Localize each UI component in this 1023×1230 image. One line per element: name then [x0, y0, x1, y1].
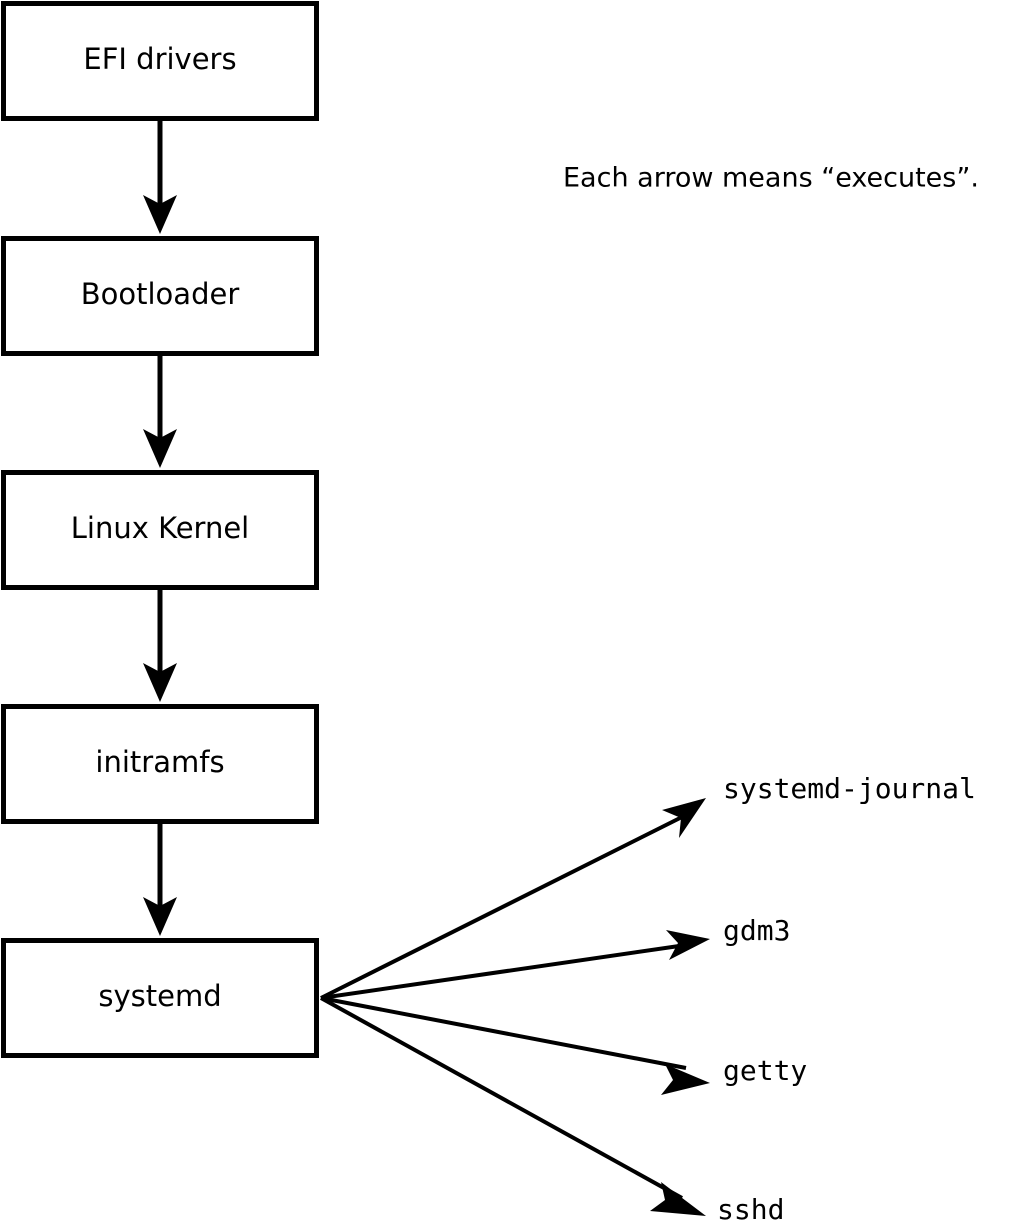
- process-label-systemd-journal: systemd-journal: [723, 772, 976, 805]
- bootloader-label: Bootloader: [81, 277, 240, 311]
- process-label-getty: getty: [723, 1054, 807, 1087]
- systemd-label: systemd: [98, 979, 221, 1013]
- diagram-caption: Each arrow means “executes”.: [563, 163, 979, 194]
- edge-line-sshd: [320, 996, 683, 1200]
- linux-kernel-box[interactable]: [1, 470, 319, 590]
- arrowhead-icon-sshd: [650, 1182, 706, 1216]
- bootloader-box[interactable]: [1, 236, 319, 356]
- edge-systemd-to-sshd: [320, 996, 706, 1216]
- arrowhead-icon-kernel-initramfs: [143, 663, 177, 702]
- edge-bootloader-to-kernel: [143, 354, 177, 468]
- edge-kernel-to-initramfs: [143, 588, 177, 702]
- edge-initramfs-to-systemd: [143, 822, 177, 936]
- edge-systemd-to-getty: [320, 996, 710, 1095]
- arrowhead-icon-efi-bootloader: [143, 195, 177, 234]
- arrowhead-icon-initramfs-systemd: [143, 897, 177, 936]
- efi-drivers-label: EFI drivers: [83, 42, 236, 76]
- edge-systemd-to-systemd-journal: [320, 798, 706, 1000]
- arrowhead-icon-bootloader-kernel: [143, 429, 177, 468]
- edge-systemd-to-gdm3: [320, 930, 710, 1000]
- process-label-sshd: sshd: [717, 1193, 784, 1226]
- node-efi-drivers[interactable]: EFI drivers: [1, 1, 319, 121]
- efi-drivers-box[interactable]: [1, 1, 319, 121]
- node-initramfs[interactable]: initramfs: [1, 704, 319, 824]
- edge-line-gdm3: [320, 943, 687, 1000]
- edge-efi-to-bootloader: [143, 119, 177, 234]
- edge-line-systemd-journal: [320, 813, 687, 1000]
- systemd-box[interactable]: [1, 938, 319, 1058]
- arrowhead-icon-systemd-journal: [662, 798, 706, 838]
- arrowhead-icon-gdm3: [666, 930, 710, 960]
- edge-line-getty: [320, 996, 687, 1070]
- node-linux-kernel[interactable]: Linux Kernel: [1, 470, 319, 590]
- node-systemd[interactable]: systemd: [1, 938, 319, 1058]
- initramfs-label: initramfs: [95, 745, 224, 779]
- node-bootloader[interactable]: Bootloader: [1, 236, 319, 356]
- arrowhead-icon-getty: [661, 1064, 710, 1095]
- linux-kernel-label: Linux Kernel: [71, 511, 249, 545]
- initramfs-box[interactable]: [1, 704, 319, 824]
- process-label-gdm3: gdm3: [723, 914, 790, 947]
